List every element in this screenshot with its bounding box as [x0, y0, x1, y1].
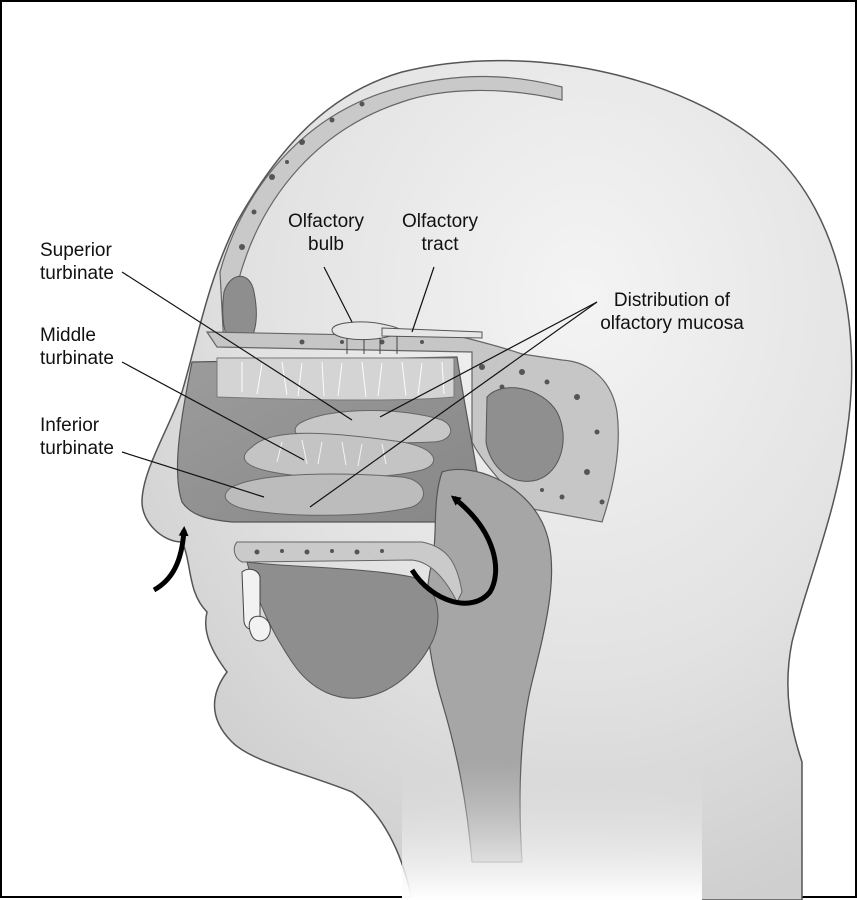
label-middle-turbinate: Middle turbinate [40, 324, 114, 370]
label-olfactory-bulb: Olfactory bulb [280, 210, 372, 256]
label-olfactory-tract: Olfactory tract [394, 210, 486, 256]
lower-incisor [249, 616, 270, 641]
label-olfactory-mucosa: Distribution of olfactory mucosa [592, 289, 752, 335]
label-inferior-turbinate: Inferior turbinate [40, 414, 114, 460]
label-superior-turbinate: Superior turbinate [40, 239, 114, 285]
